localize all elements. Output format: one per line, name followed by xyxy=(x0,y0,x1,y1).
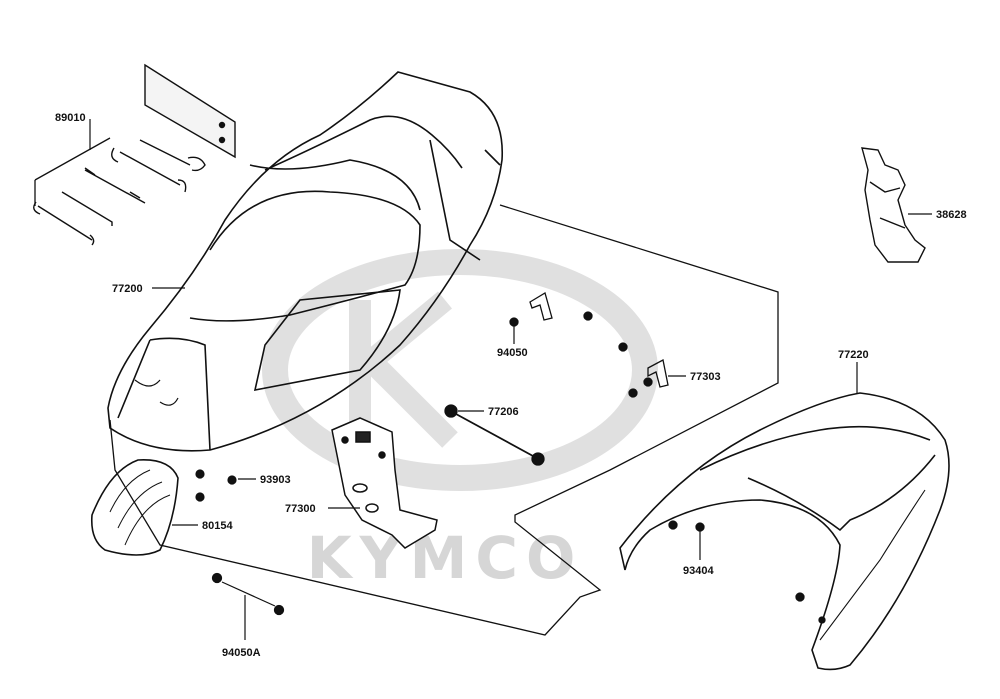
nut-icon xyxy=(628,388,638,398)
seat-top-ridge xyxy=(264,115,463,171)
tool-kit-bracket-top xyxy=(34,137,111,181)
screw-icon xyxy=(195,469,205,479)
nut-icon xyxy=(643,377,653,387)
card-hole-icon-2 xyxy=(218,136,226,144)
lock-hole-icon xyxy=(341,436,349,444)
wire-holder-detail xyxy=(869,181,906,229)
lock-slot-icon xyxy=(355,431,371,443)
screw-icon xyxy=(227,475,237,485)
part-label-77220[interactable]: 77220 xyxy=(838,349,869,361)
part-label-77300[interactable]: 77300 xyxy=(285,503,316,515)
seat-panel-line xyxy=(253,289,401,392)
seat-rider-pad xyxy=(189,190,421,322)
part-label-77206[interactable]: 77206 xyxy=(488,406,519,418)
lock-bracket-drawing xyxy=(331,417,438,549)
seat-front-nose xyxy=(117,337,211,451)
seat-pillion-pad xyxy=(249,159,421,211)
nut-icon xyxy=(273,604,285,616)
watermark-text: KYMCO xyxy=(307,524,584,592)
wrench-icon xyxy=(139,139,206,172)
part-labels: 89010 77200 94050 77303 77206 93903 7730… xyxy=(55,112,967,659)
tool-kit-group xyxy=(33,63,236,246)
backrest-outline xyxy=(90,459,179,556)
lock-oval-icon xyxy=(352,483,368,493)
screw-group xyxy=(195,469,237,502)
leader-94050A-link xyxy=(221,581,276,607)
hex-key-icon xyxy=(61,191,113,226)
seat-detail xyxy=(134,379,179,406)
part-label-94050A[interactable]: 94050A xyxy=(222,647,261,659)
hinge-hardware xyxy=(211,292,826,624)
bolt-icon xyxy=(795,592,805,602)
part-label-93903[interactable]: 93903 xyxy=(260,474,291,486)
seat-side-trim xyxy=(429,139,501,261)
part-label-77200[interactable]: 77200 xyxy=(112,283,143,295)
damper-icon xyxy=(531,452,545,466)
hinge-bracket-icon xyxy=(529,292,553,321)
backrest-ribs xyxy=(109,469,171,546)
rear-grip-outline xyxy=(619,392,950,671)
part-label-38628[interactable]: 38628 xyxy=(936,209,967,221)
nut-icon xyxy=(618,342,628,352)
screw-icon xyxy=(195,492,205,502)
backrest-pad-drawing xyxy=(90,459,179,556)
nut-icon xyxy=(211,572,223,584)
lock-hole-icon xyxy=(378,451,386,459)
part-label-94050[interactable]: 94050 xyxy=(497,347,528,359)
kymco-watermark: KYMCO xyxy=(262,249,658,592)
seat-assembly-outline xyxy=(109,204,779,636)
wire-holder-outline xyxy=(861,147,926,263)
seat-drawing xyxy=(107,71,504,452)
lock-oval-icon xyxy=(365,503,379,513)
seat-outline xyxy=(107,71,504,452)
wire-holder-drawing xyxy=(861,147,926,263)
rear-grip-edge xyxy=(747,454,936,532)
rear-grip-side xyxy=(819,489,926,641)
nut-icon xyxy=(509,317,519,327)
card-hole-icon xyxy=(218,121,226,129)
assembly-outlines xyxy=(34,137,779,636)
bolt-icon xyxy=(695,522,705,532)
nut-icon xyxy=(583,311,593,321)
lock-bracket-plate xyxy=(331,417,438,549)
screwdriver-icon xyxy=(84,167,146,204)
part-label-77303[interactable]: 77303 xyxy=(690,371,721,383)
owner-manual-card xyxy=(144,63,236,159)
rear-grip-top xyxy=(699,425,931,471)
hinge-bracket-icon xyxy=(647,359,669,388)
bolt-icon xyxy=(668,520,678,530)
part-label-80154[interactable]: 80154 xyxy=(202,520,233,532)
damper-icon xyxy=(444,404,458,418)
damper-link-line xyxy=(455,413,534,457)
part-label-89010[interactable]: 89010 xyxy=(55,112,86,124)
small-wrench-icon xyxy=(33,201,95,246)
rear-grip-drawing xyxy=(619,392,950,671)
leader-lines xyxy=(89,119,932,640)
part-label-93404[interactable]: 93404 xyxy=(683,565,714,577)
spanner-icon xyxy=(111,147,187,193)
